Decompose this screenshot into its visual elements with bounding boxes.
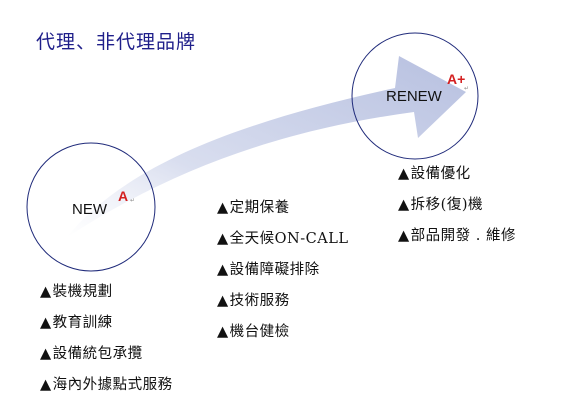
list-item: ▲設備障礙排除	[217, 262, 320, 278]
list-item: ▲裝機規劃	[40, 284, 113, 300]
new-badge: A	[118, 188, 129, 204]
list-item: ▲教育訓練	[40, 315, 113, 331]
new-badge-mark: ↵	[130, 197, 136, 204]
bullet-triangle-icon: ▲	[217, 200, 229, 216]
list-item: ▲技術服務	[217, 293, 290, 309]
slide-title: 代理、非代理品牌	[36, 31, 197, 53]
bullet-triangle-icon: ▲	[217, 231, 229, 247]
bullet-triangle-icon: ▲	[217, 293, 229, 309]
list-item: ▲海內外據點式服務	[40, 377, 173, 393]
bullet-triangle-icon: ▲	[398, 197, 410, 213]
bullet-triangle-icon: ▲	[40, 315, 52, 331]
renew-badge-mark: ↵	[464, 85, 470, 92]
bullet-triangle-icon: ▲	[217, 324, 229, 340]
list-item: ▲機台健檢	[217, 324, 290, 340]
list-item: ▲定期保養	[217, 200, 290, 216]
list-item: ▲設備統包承攬	[40, 346, 143, 362]
bullet-triangle-icon: ▲	[398, 228, 410, 244]
maintenance-service-list: ▲定期保養 ▲全天候ON-CALL ▲設備障礙排除 ▲技術服務 ▲機台健檢	[217, 198, 348, 353]
renew-circle	[351, 32, 479, 160]
bullet-triangle-icon: ▲	[40, 377, 52, 393]
bullet-triangle-icon: ▲	[40, 284, 52, 300]
new-label: NEW	[72, 201, 107, 218]
list-item: ▲全天候ON-CALL	[217, 231, 349, 247]
renew-label: RENEW	[386, 88, 442, 105]
bullet-triangle-icon: ▲	[398, 166, 410, 182]
bullet-triangle-icon: ▲	[40, 346, 52, 362]
new-circle	[26, 142, 156, 272]
renew-service-list: ▲設備優化 ▲拆移(復)機 ▲部品開發 . 維修	[398, 164, 516, 257]
renew-badge: A+	[447, 71, 466, 87]
list-item: ▲拆移(復)機	[398, 197, 483, 213]
new-service-list: ▲裝機規劃 ▲教育訓練 ▲設備統包承攬 ▲海內外據點式服務	[40, 282, 173, 406]
list-item: ▲部品開發 . 維修	[398, 228, 516, 244]
list-item: ▲設備優化	[398, 166, 471, 182]
growth-arrow	[66, 56, 466, 238]
bullet-triangle-icon: ▲	[217, 262, 229, 278]
